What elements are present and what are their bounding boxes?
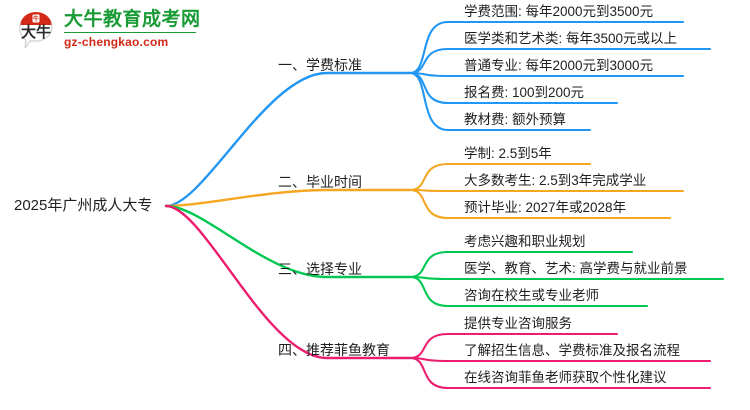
logo-name-cn: 大牛教育成考网 <box>64 9 201 30</box>
connector-line <box>408 356 712 363</box>
branch-label[interactable]: 三、选择专业 <box>278 261 362 277</box>
logo-mark-text: 大牛 <box>21 23 51 41</box>
leaf-label[interactable]: 学制: 2.5到5年 <box>464 146 552 161</box>
branch-label[interactable]: 一、学费标准 <box>278 57 362 73</box>
connector-line <box>408 188 685 193</box>
connector-line <box>164 204 412 279</box>
connector-line <box>164 204 412 360</box>
connector-line <box>408 356 712 390</box>
leaf-label[interactable]: 报名费: 100到200元 <box>464 85 585 100</box>
leaf-label[interactable]: 考虑兴趣和职业规划 <box>464 234 586 249</box>
branch-label[interactable]: 四、推荐菲鱼教育 <box>278 342 390 358</box>
logo-wordmark: 大牛教育成考网 gz-chengkao.com <box>64 9 214 49</box>
leaf-label[interactable]: 普通专业: 每年2000元到3000元 <box>464 58 654 73</box>
leaf-label[interactable]: 学费范围: 每年2000元到3500元 <box>464 4 654 19</box>
logo-divider <box>64 32 196 33</box>
connector-line <box>408 188 672 220</box>
connector-line <box>408 275 649 308</box>
connector-line <box>408 20 685 75</box>
leaf-label[interactable]: 了解招生信息、学费标准及报名流程 <box>464 343 680 358</box>
connector-line <box>408 275 725 281</box>
connector-line <box>408 71 592 132</box>
leaf-label[interactable]: 在线咨询菲鱼老师获取个性化建议 <box>464 370 667 385</box>
leaf-label[interactable]: 教材费: 额外预算 <box>464 112 567 127</box>
logo-domain: gz-chengkao.com <box>64 35 169 49</box>
connector-line <box>408 71 685 78</box>
svg-text:牛: 牛 <box>33 15 39 23</box>
leaf-label[interactable]: 医学类和艺术类: 每年3500元或以上 <box>464 31 678 46</box>
leaf-label[interactable]: 医学、教育、艺术: 高学费与就业前景 <box>464 261 688 276</box>
connector-line <box>164 188 412 208</box>
leaf-label[interactable]: 咨询在校生或专业老师 <box>464 288 599 303</box>
root-node-label: 2025年广州成人大专 <box>14 197 153 214</box>
branch-label[interactable]: 二、毕业时间 <box>278 174 362 190</box>
leaf-label[interactable]: 大多数考生: 2.5到3年完成学业 <box>464 173 647 188</box>
logo-mark-icon: 牛 大牛 <box>19 12 53 49</box>
connector-line <box>164 71 412 208</box>
site-logo: 牛 大牛 大牛教育成考网 gz-chengkao.com <box>14 6 214 58</box>
leaf-label[interactable]: 提供专业咨询服务 <box>464 316 572 331</box>
leaf-label[interactable]: 预计毕业: 2027年或2028年 <box>464 200 627 215</box>
